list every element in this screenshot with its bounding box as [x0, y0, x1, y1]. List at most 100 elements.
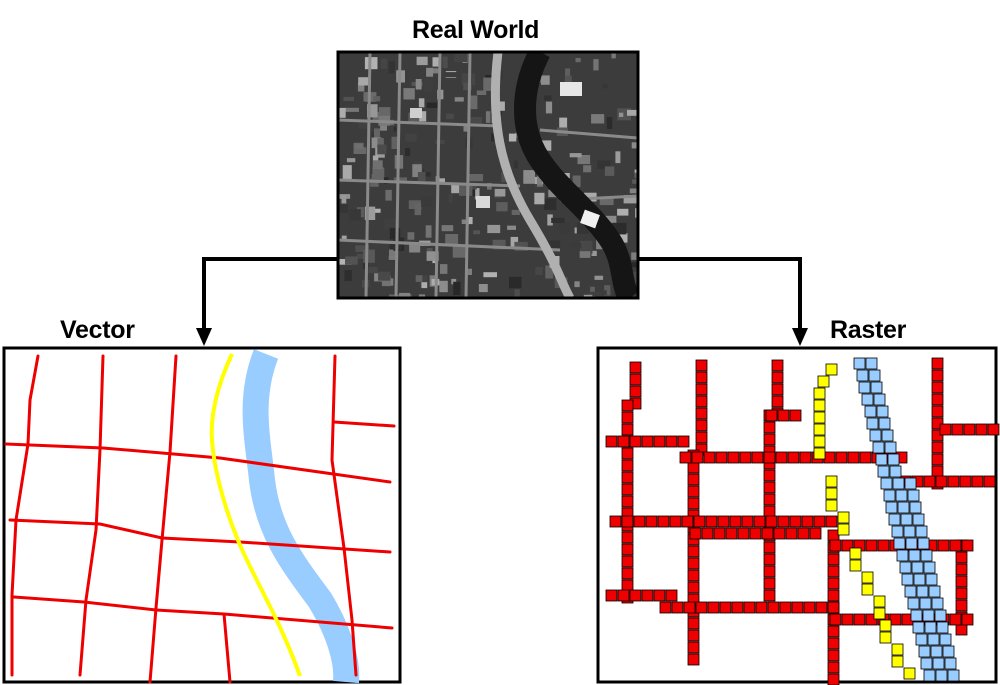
raster-road-cell [937, 539, 950, 552]
vector-panel [4, 349, 396, 684]
raster-railway-cell [813, 423, 826, 436]
raster-road-cell [763, 577, 776, 590]
raster-road-cell [877, 539, 890, 552]
raster-road-cell [741, 515, 754, 528]
raster-road-cell [605, 435, 618, 448]
raster-road-cell [621, 495, 634, 508]
connector-left [202, 257, 338, 330]
raster-road-cell [653, 435, 666, 448]
raster-river-cell [919, 597, 932, 610]
raster-road-cell [829, 539, 842, 552]
raster-river-cell [864, 405, 877, 418]
raster-road-cell [629, 435, 642, 448]
raster-river-cell [868, 369, 881, 382]
raster-road-cell [955, 599, 968, 612]
raster-road-cell [975, 423, 988, 436]
raster-road-cell [687, 629, 700, 642]
raster-road-cell [695, 407, 708, 420]
raster-road-cell [687, 569, 700, 582]
raster-road-cell [707, 601, 720, 614]
raster-road-cell [771, 395, 784, 408]
raster-road-cell [691, 451, 704, 464]
raster-road-cell [803, 601, 816, 614]
raster-road-cell [621, 579, 634, 592]
raster-road-cell [763, 553, 776, 566]
raster-river-cell [934, 609, 947, 622]
raster-road-cell [743, 601, 756, 614]
raster-road-cell [763, 433, 776, 446]
raster-road-cell [955, 587, 968, 600]
raster-road-cell [617, 435, 630, 448]
raster-road-cell [719, 601, 732, 614]
aerial-photo-frame [336, 50, 640, 300]
raster-road-cell [621, 483, 634, 496]
raster-railway-cell [817, 375, 830, 388]
raster-road-cell [669, 515, 682, 528]
raster-road-cell [671, 601, 684, 614]
raster-road-cell [755, 601, 768, 614]
raster-road-cell [713, 527, 726, 540]
raster-road-cell [621, 411, 634, 424]
raster-river-cell [918, 645, 931, 658]
raster-road-cell [695, 431, 708, 444]
raster-road-cell [859, 451, 872, 464]
raster-railway-cell [879, 619, 892, 632]
raster-road-cell [931, 441, 944, 454]
raster-road-cell [701, 527, 714, 540]
raster-road-cell [665, 589, 678, 602]
raster-road-cell [687, 473, 700, 486]
raster-river-cell [912, 621, 925, 634]
raster-road-cell [621, 459, 634, 472]
raster-panel [605, 357, 1000, 685]
raster-road-cell [829, 613, 842, 626]
raster-road-cell [961, 539, 974, 552]
raster-river-cell [858, 381, 871, 394]
raster-road-cell [751, 451, 764, 464]
raster-road-cell [827, 649, 840, 662]
vector-river [242, 349, 360, 684]
raster-river-cell [870, 381, 883, 394]
raster-river-cell [920, 549, 933, 562]
raster-river-cell [930, 645, 943, 658]
raster-river-cell [889, 465, 902, 478]
raster-road-cell [971, 475, 984, 488]
raster-road-cell [779, 601, 792, 614]
raster-road-cell [961, 613, 974, 626]
raster-railway-cell [861, 583, 874, 596]
raster-road-cell [761, 527, 774, 540]
raster-road-cell [687, 653, 700, 666]
raster-road-cell [955, 563, 968, 576]
raster-road-cell [677, 435, 690, 448]
raster-road-cell [629, 373, 642, 386]
raster-road-cell [931, 429, 944, 442]
raster-road-cell [983, 475, 996, 488]
raster-road-cell [617, 589, 630, 602]
raster-road-cell [695, 371, 708, 384]
raster-road-cell [889, 613, 902, 626]
raster-river-cell [909, 501, 922, 514]
vector-railway [209, 353, 302, 677]
raster-road-cell [951, 423, 964, 436]
raster-road-cell [931, 357, 944, 370]
raster-river-cell [923, 561, 936, 574]
raster-road-cell [827, 589, 840, 602]
raster-road-cell [827, 577, 840, 590]
raster-road-cell [765, 409, 778, 422]
raster-river-cell [861, 393, 874, 406]
raster-river-cell [907, 597, 920, 610]
raster-river-cell [932, 657, 945, 670]
raster-river-cell [881, 429, 894, 442]
raster-river-cell [901, 573, 914, 586]
raster-road-cell [605, 589, 618, 602]
raster-river-cell [904, 585, 917, 598]
raster-river-cell [913, 573, 926, 586]
raster-road-cell [789, 515, 802, 528]
raster-road-cell [731, 601, 744, 614]
raster-river-cell [865, 357, 878, 370]
raster-river-cell [936, 621, 949, 634]
raster-road-cell [777, 409, 790, 422]
raster-railway-cell [813, 411, 826, 424]
raster-river-cell [897, 501, 910, 514]
raster-railway-cell [813, 435, 826, 448]
arrowhead-left [196, 328, 212, 346]
